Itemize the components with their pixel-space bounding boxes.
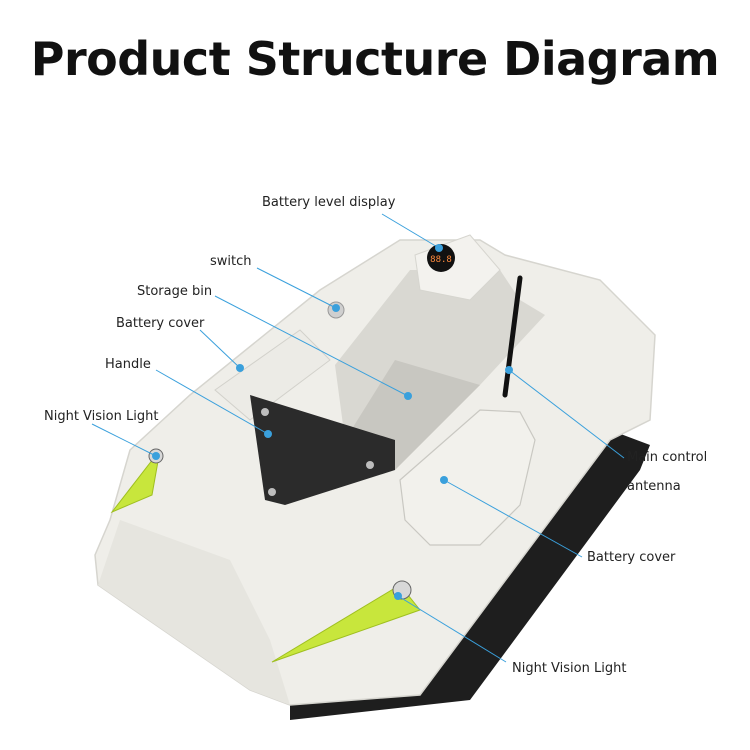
callout-line: [199, 329, 241, 369]
callout-dot: [332, 304, 340, 312]
callout-line: [91, 423, 157, 457]
label-battery-level-display: Battery level display: [262, 195, 396, 210]
label-main-control: Main control: [627, 450, 708, 465]
callout-dot: [152, 452, 160, 460]
battery-display-face: [427, 244, 455, 272]
callout-line: [214, 295, 409, 397]
label-battery-cover-left: Battery cover: [116, 316, 205, 331]
callout-line: [256, 267, 337, 309]
callout-line: [508, 369, 625, 459]
handle-screw: [366, 461, 374, 469]
label-handle: Handle: [105, 357, 151, 372]
handle-plate: [250, 395, 395, 505]
label-night-vision-light-right: Night Vision Light: [512, 661, 627, 676]
battery-display-readout: 88.8: [430, 255, 452, 265]
callout-dot: [435, 244, 443, 252]
callout-dot: [264, 430, 272, 438]
label-antenna: antenna: [627, 479, 681, 494]
callout-line: [381, 213, 440, 249]
label-battery-cover-right: Battery cover: [587, 550, 676, 565]
label-storage-bin: Storage bin: [137, 284, 213, 299]
callout-dot: [404, 392, 412, 400]
callout-line: [155, 369, 269, 435]
right-battery-cover: [399, 409, 536, 546]
label-night-vision-light-left: Night Vision Light: [44, 409, 159, 424]
night-vision-lens-left: [110, 449, 161, 514]
page-title: Product Structure Diagram: [30, 32, 720, 86]
callout-dot: [394, 592, 402, 600]
night-vision-lens-right: [271, 584, 421, 663]
antenna: [502, 275, 523, 398]
callout-dot: [440, 476, 448, 484]
callout-dot: [236, 364, 244, 372]
callout-line: [397, 595, 507, 663]
callout-line: [443, 479, 583, 558]
callout-dot: [505, 366, 513, 374]
handle-screw: [268, 488, 276, 496]
left-battery-cover: [214, 329, 331, 421]
handle-screw: [261, 408, 269, 416]
label-switch: switch: [210, 254, 252, 269]
hull-front-bevel: [98, 520, 290, 705]
